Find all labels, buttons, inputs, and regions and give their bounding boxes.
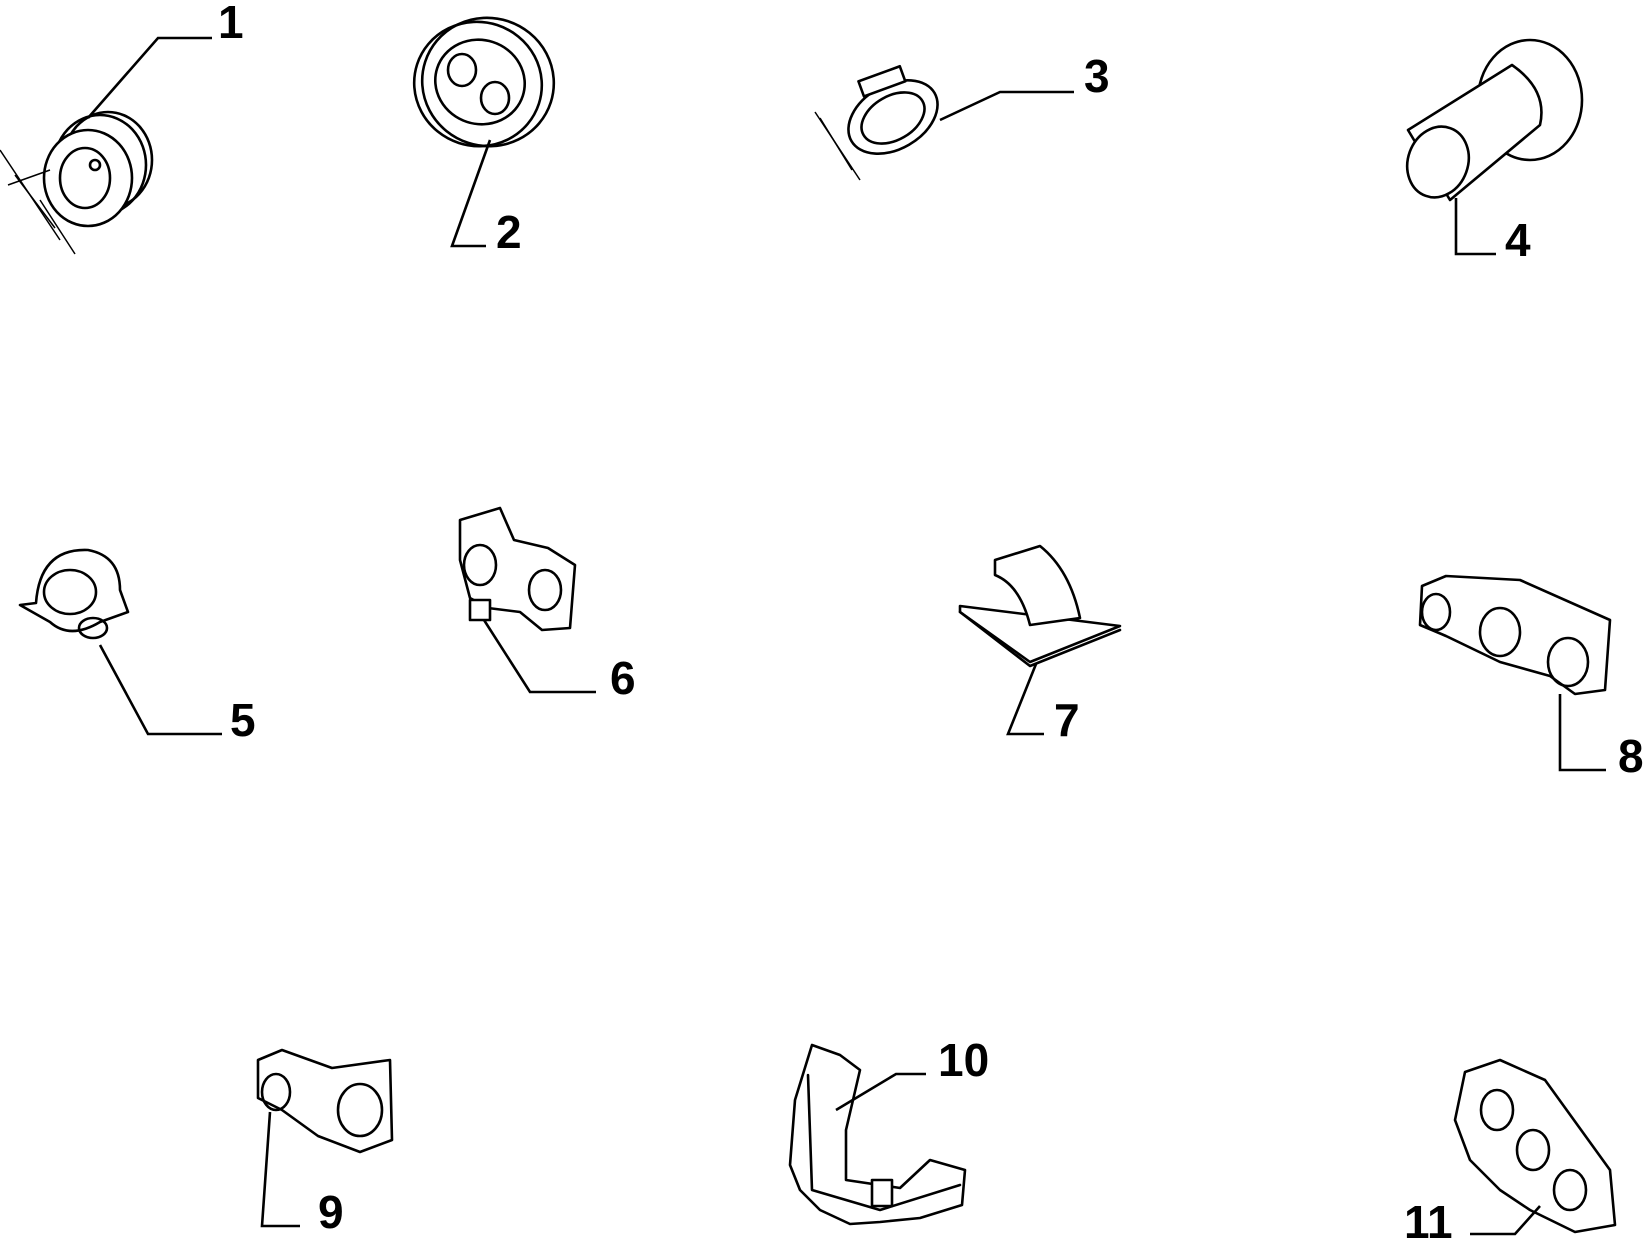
part-label-3: 3 — [1084, 50, 1110, 102]
leader-8 — [1558, 694, 1606, 772]
part-label-4: 4 — [1505, 214, 1531, 266]
part-4-sleeve — [1405, 38, 1584, 202]
leader-4 — [1454, 198, 1496, 256]
leader-10 — [835, 1072, 926, 1112]
part-label-2: 2 — [496, 206, 522, 258]
part-label-5: 5 — [230, 694, 256, 746]
part-label-1: 1 — [218, 0, 244, 48]
leader-7 — [1006, 663, 1044, 736]
part-5-pipe-clip — [18, 548, 130, 640]
leader-3 — [939, 90, 1074, 122]
part-label-11: 11 — [1404, 1196, 1453, 1239]
part-11-triple-pipe-clip — [1453, 1058, 1617, 1234]
leader-1 — [87, 36, 212, 119]
part-7-adhesive-clip — [958, 544, 1122, 668]
part-label-7: 7 — [1054, 694, 1080, 746]
part-8-triple-pipe-clip — [1418, 574, 1612, 696]
leader-9 — [260, 1111, 300, 1228]
leader-5 — [98, 644, 222, 736]
part-10-bracket — [788, 1043, 967, 1226]
part-1-grommet — [0, 110, 154, 255]
part-label-8: 8 — [1618, 730, 1644, 782]
leader-2 — [450, 139, 492, 248]
leader-11 — [1470, 1205, 1541, 1236]
part-label-10: 10 — [938, 1034, 989, 1086]
part-2-double-grommet — [412, 16, 556, 148]
part-label-9: 9 — [318, 1186, 344, 1238]
part-label-6: 6 — [610, 652, 636, 704]
part-3-hose-clamp — [814, 64, 939, 181]
leader-6 — [482, 619, 596, 694]
part-6-double-pipe-clip — [458, 506, 577, 632]
part-9-double-pipe-clip — [256, 1048, 394, 1154]
